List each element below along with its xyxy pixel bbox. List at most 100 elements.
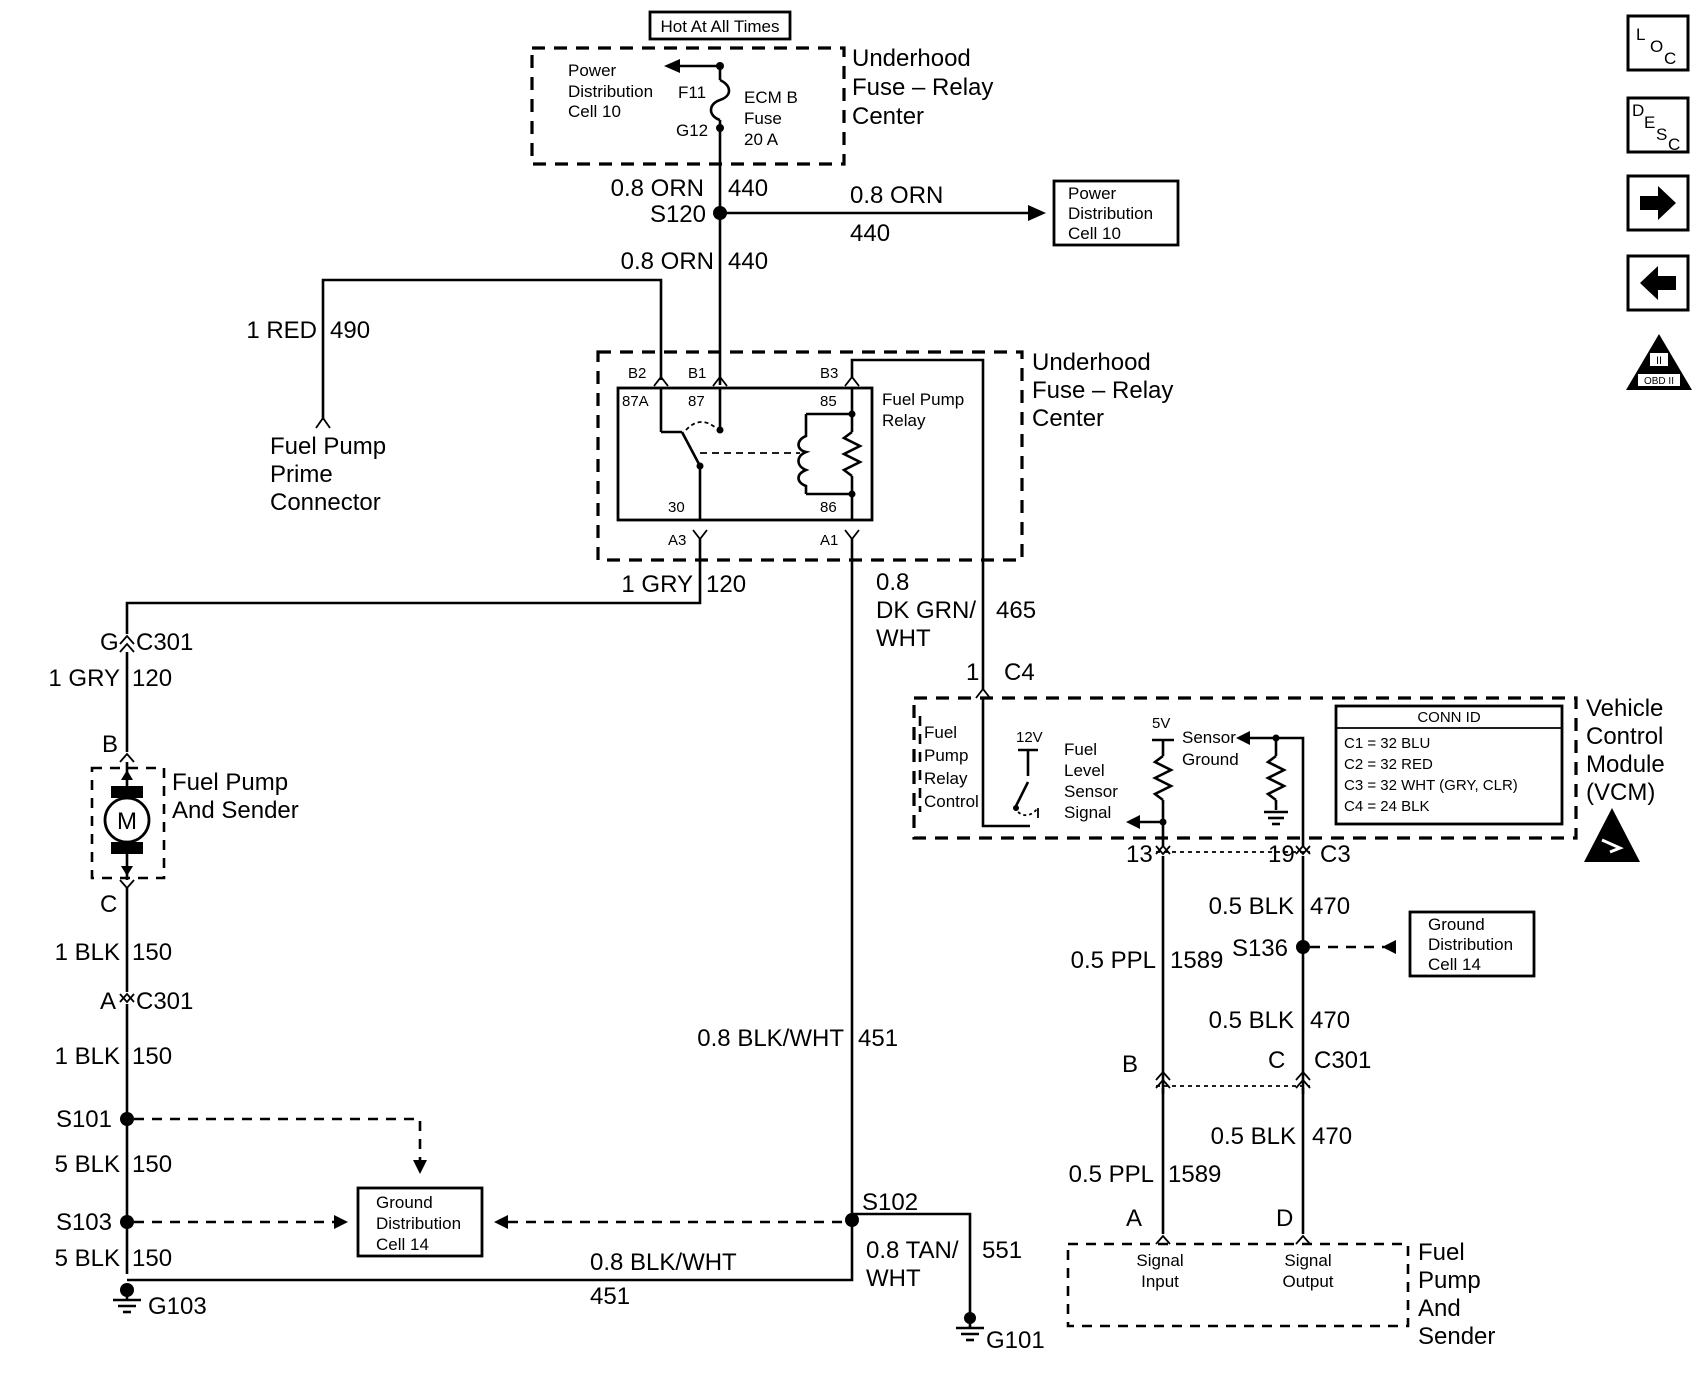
sender-pin-a: A	[1126, 1205, 1142, 1232]
svg-text:Fuel Pump: Fuel Pump	[882, 390, 964, 409]
svg-text:WHT: WHT	[876, 625, 931, 652]
s136-label: S136	[1232, 935, 1288, 962]
svg-text:Ground: Ground	[1182, 750, 1239, 769]
svg-text:Fuel: Fuel	[1064, 740, 1097, 759]
s101-ground-dist-link	[134, 1117, 422, 1160]
g101-label: G101	[986, 1327, 1045, 1354]
svg-text:Pump: Pump	[924, 746, 968, 765]
c4-label: C4	[1004, 659, 1035, 686]
sender-signal-input-label: Signal Input	[1136, 1251, 1183, 1291]
wire-551-size: 0.8 TAN/ WHT	[866, 1237, 959, 1292]
wire-120-size: 1 GRY	[621, 571, 693, 598]
s101-label: S101	[56, 1106, 112, 1133]
svg-text:O: O	[1650, 37, 1663, 56]
esd-warning-icon	[1584, 808, 1640, 862]
vcm-box	[912, 696, 1578, 840]
wire-465	[850, 358, 985, 690]
svg-text:C2 = 32 RED: C2 = 32 RED	[1344, 756, 1433, 773]
c301-right-label: C301	[1314, 1047, 1371, 1074]
svg-text:Sensor: Sensor	[1064, 782, 1118, 801]
wire-150b-size: 1 BLK	[55, 1043, 120, 1070]
wire-551-num: 551	[982, 1237, 1022, 1264]
svg-text:Prime: Prime	[270, 461, 333, 488]
svg-text:0.8: 0.8	[876, 569, 909, 596]
svg-text:Signal: Signal	[1284, 1251, 1331, 1270]
svg-text:G12: G12	[676, 121, 708, 140]
fuel-pump-prime-connector-label: Fuel Pump Prime Connector	[270, 433, 386, 516]
wire-490	[321, 278, 663, 420]
wire-490-size: 1 RED	[246, 317, 317, 344]
next-page-button[interactable]	[1626, 174, 1690, 232]
fuel-pump-sender-right-box	[1066, 1242, 1410, 1328]
c301-g-pin: G	[100, 629, 119, 656]
wire-470c-num: 470	[1312, 1123, 1352, 1150]
svg-text:Level: Level	[1064, 761, 1105, 780]
svg-text:D: D	[1632, 101, 1644, 120]
fuel-pump-and-sender-left-label: Fuel Pump And Sender	[172, 769, 299, 824]
loc-button[interactable]: L O C	[1626, 14, 1690, 72]
ground-g101-icon	[956, 1318, 984, 1342]
svg-text:Fuse – Relay: Fuse – Relay	[852, 74, 993, 101]
vcm-relay-control-label: Fuel Pump Relay Control	[924, 723, 979, 811]
svg-text:C1 = 32 BLU: C1 = 32 BLU	[1344, 735, 1430, 752]
wire-1589a-size: 0.5 PPL	[1071, 947, 1156, 974]
svg-text:Vehicle: Vehicle	[1586, 695, 1663, 722]
svg-text:S: S	[1656, 125, 1667, 144]
s120-label: S120	[650, 201, 706, 228]
relay-switch	[659, 388, 800, 520]
wire-470a-num: 470	[1310, 893, 1350, 920]
svg-text:Center: Center	[852, 103, 924, 130]
wire-1589b-num: 1589	[1168, 1161, 1221, 1188]
svg-text:5V: 5V	[1152, 715, 1170, 732]
svg-text:Output: Output	[1282, 1272, 1333, 1291]
svg-text:Connector: Connector	[270, 489, 381, 516]
svg-text:A1: A1	[820, 532, 838, 549]
svg-text:Distribution: Distribution	[568, 82, 653, 101]
arrow-left-icon	[1640, 266, 1676, 300]
wire-150c-size: 5 BLK	[55, 1151, 120, 1178]
wire-470b-num: 470	[1310, 1007, 1350, 1034]
wire-440-num-label: 440	[728, 175, 768, 202]
splice-s136	[1296, 940, 1310, 954]
svg-text:Module: Module	[1586, 751, 1665, 778]
svg-text:Underhood: Underhood	[1032, 349, 1151, 376]
wire-150d-num: 150	[132, 1245, 172, 1272]
svg-text:Control: Control	[924, 792, 979, 811]
desc-button[interactable]: D E S C	[1626, 96, 1690, 154]
svg-text:And: And	[1418, 1295, 1461, 1322]
wire-451-size: 0.8 BLK/WHT	[697, 1025, 844, 1052]
svg-text:Fuse – Relay: Fuse – Relay	[1032, 377, 1173, 404]
power-distribution-top-label: Power Distribution Cell 10	[568, 61, 653, 121]
wire-440-lower-size: 0.8 ORN	[621, 248, 714, 275]
svg-text:C: C	[1668, 135, 1680, 154]
svg-text:C3 = 32 WHT (GRY, CLR): C3 = 32 WHT (GRY, CLR)	[1344, 777, 1518, 794]
ecm-b-fuse: F11 G12 ECM B Fuse 20 A	[664, 59, 798, 164]
svg-text:And Sender: And Sender	[172, 797, 299, 824]
relay-coil	[797, 388, 863, 520]
svg-text:0.8 TAN/: 0.8 TAN/	[866, 1237, 959, 1264]
svg-text:Underhood: Underhood	[852, 45, 971, 72]
arrow-right-icon	[1640, 186, 1676, 220]
wire-451b-size: 0.8 BLK/WHT	[590, 1249, 737, 1276]
obd-ii-button[interactable]: II OBD II	[1626, 334, 1692, 390]
fuel-pump-sender-right-name: Fuel Pump And Sender	[1418, 1239, 1495, 1350]
svg-text:B3: B3	[820, 365, 838, 382]
svg-text:DK GRN/: DK GRN/	[876, 597, 976, 624]
wire-150d-size: 5 BLK	[55, 1245, 120, 1272]
svg-text:B2: B2	[628, 365, 646, 382]
previous-page-button[interactable]	[1626, 254, 1690, 312]
fuel-pump-relay-label: Fuel Pump Relay	[882, 390, 964, 430]
underhood-fuse-center-relay-name: Underhood Fuse – Relay Center	[1032, 349, 1173, 432]
splice-s101	[120, 1112, 134, 1126]
vcm-sensor-ground-circuit	[1236, 731, 1305, 846]
svg-text:Fuel: Fuel	[1418, 1239, 1465, 1266]
underhood-fuse-center-top-name: Underhood Fuse – Relay Center	[852, 45, 993, 130]
svg-text:M: M	[117, 808, 137, 835]
wire-451-bottom	[127, 1220, 854, 1282]
ground-g103-icon	[113, 1290, 141, 1314]
wire-120b-size: 1 GRY	[48, 665, 120, 692]
c4-pin-1: 1	[966, 659, 979, 686]
wire-551	[852, 1212, 972, 1318]
vcm-relay-driver: 12V	[981, 698, 1043, 828]
